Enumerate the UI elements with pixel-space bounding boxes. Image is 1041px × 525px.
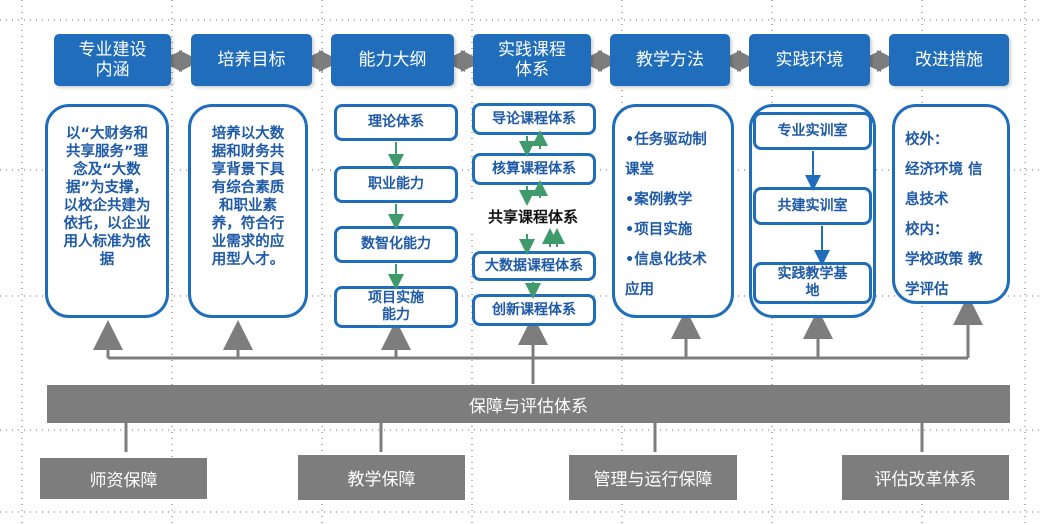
bottom-box-evaluation: 评估改革体系: [842, 455, 1009, 500]
method-list: •任务驱动制课堂 •案例教学 •项目实施 •信息化技术应用: [615, 107, 731, 305]
method-item-case: •案例教学: [625, 192, 693, 208]
environment-item-joint-lab: 共建实训室: [753, 187, 872, 225]
improvement-line-policy: 学校政策 教学评估: [905, 252, 983, 298]
connotation-panel: 以“大财务和共享服务”理念及“大数据”为支撑，以校企共建为依托，以企业用人标准为…: [45, 104, 169, 318]
improvement-line-economy: 经济环境 信息技术: [905, 162, 983, 208]
top-box-method: 教学方法: [610, 34, 730, 86]
method-item-task: •任务驱动制课堂: [625, 132, 707, 178]
course-item-innovation: 创新课程体系: [472, 294, 596, 326]
top-box-connotation: 专业建设 内涵: [54, 34, 171, 86]
goal-text: 培养以大数据和财务共享背景下具有综合素质和职业素养，符合行业需求的应用型人才。: [211, 126, 285, 268]
goal-panel: 培养以大数据和财务共享背景下具有综合素质和职业素养，符合行业需求的应用型人才。: [188, 104, 308, 318]
bottom-box-faculty: 师资保障: [40, 458, 207, 499]
improvement-line-external: 校外：: [905, 132, 949, 148]
ability-item-digital: 数智化能力: [334, 226, 458, 263]
course-item-bigdata: 大数据课程体系: [472, 251, 596, 281]
guarantee-bar: 保障与评估体系: [47, 385, 1010, 423]
bottom-box-management: 管理与运行保障: [569, 455, 737, 500]
bottom-box-teaching: 教学保障: [298, 455, 465, 500]
top-box-course: 实践课程 体系: [473, 34, 591, 86]
ability-item-professional: 职业能力: [334, 166, 458, 203]
method-panel: •任务驱动制课堂 •案例教学 •项目实施 •信息化技术应用: [612, 104, 734, 318]
environment-item-lab: 专业实训室: [753, 112, 872, 150]
method-item-project: •项目实施: [625, 222, 693, 238]
course-item-intro: 导论课程体系: [472, 103, 596, 135]
course-item-shared: 共享课程体系: [470, 201, 596, 233]
improvement-panel: 校外： 经济环境 信息技术 校内： 学校政策 教学评估: [892, 104, 1010, 304]
ability-item-project: 项目实施 能力: [334, 286, 458, 328]
improvement-line-internal: 校内：: [905, 222, 949, 238]
top-box-goal: 培养目标: [191, 34, 312, 86]
connotation-text: 以“大财务和共享服务”理念及“大数据”为支撑，以校企共建为依托，以企业用人标准为…: [63, 126, 151, 268]
environment-item-base: 实践教学基 地: [753, 262, 872, 304]
top-box-environment: 实践环境: [749, 34, 870, 86]
course-item-accounting: 核算课程体系: [472, 153, 596, 185]
method-item-it: •信息化技术应用: [625, 252, 707, 298]
top-box-improvement: 改进措施: [889, 34, 1009, 86]
ability-item-theory: 理论体系: [334, 104, 458, 141]
improvement-list: 校外： 经济环境 信息技术 校内： 学校政策 教学评估: [895, 107, 1007, 305]
top-box-ability: 能力大纲: [331, 34, 454, 86]
